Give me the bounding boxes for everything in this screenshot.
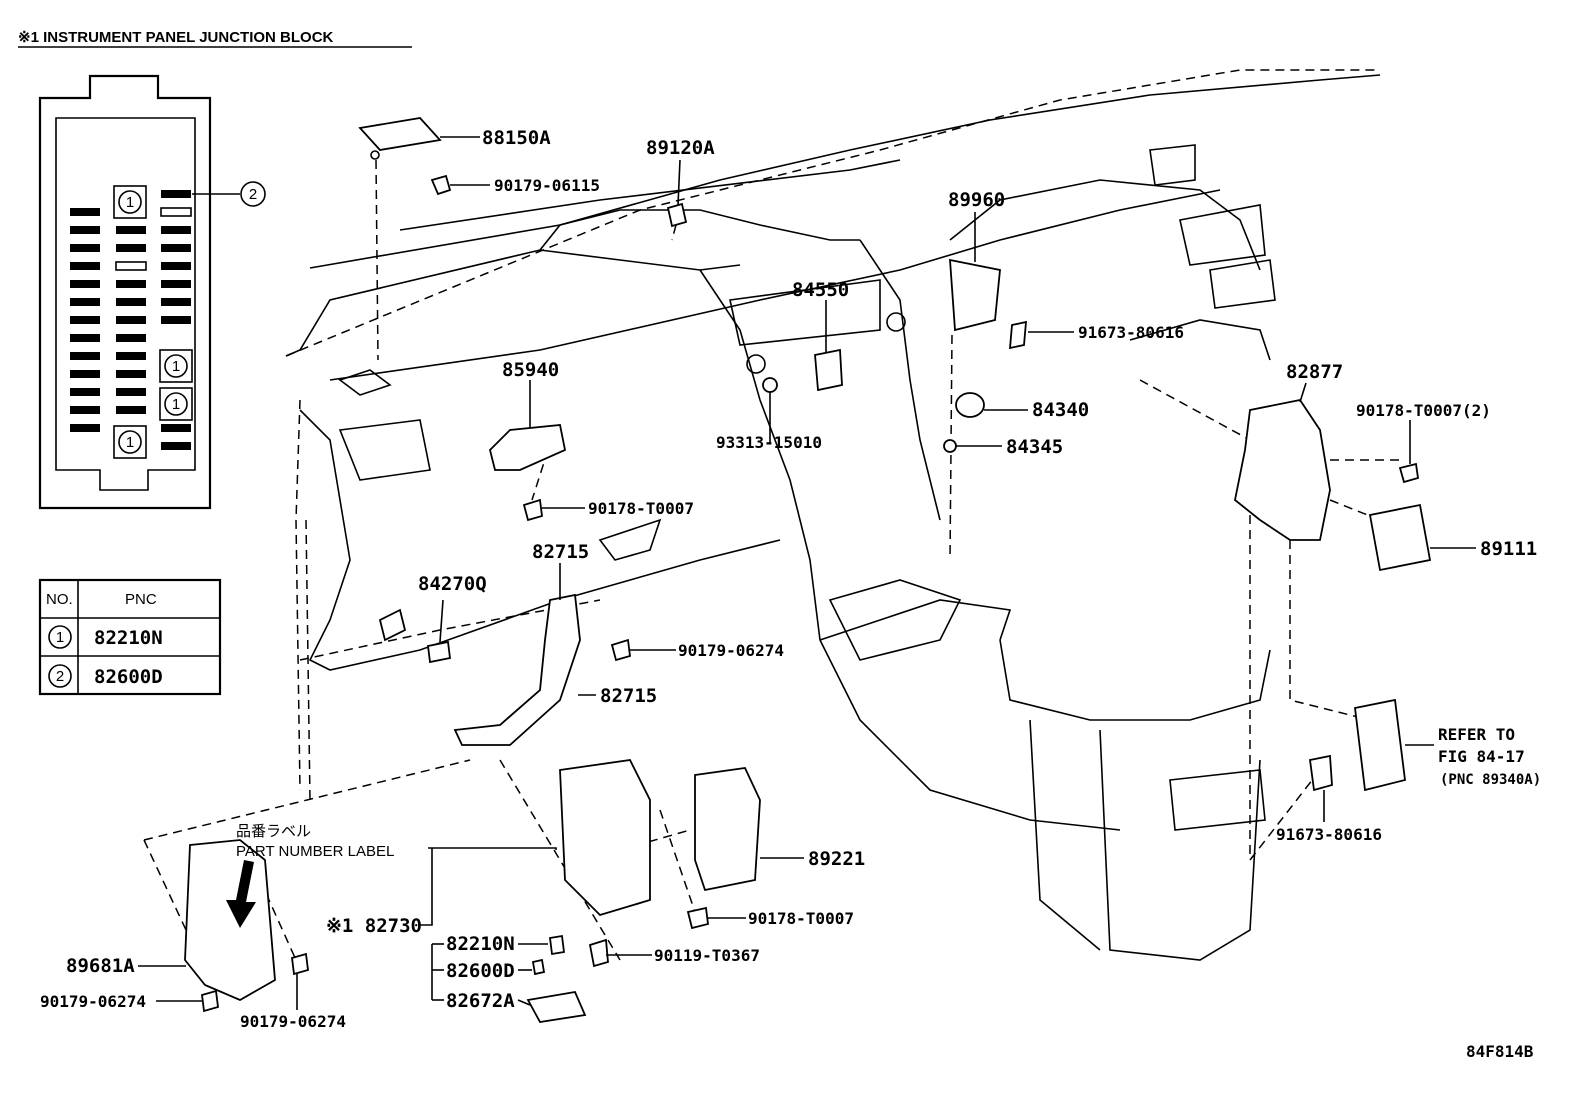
label-refer-fig: FIG 84-17	[1438, 747, 1525, 766]
junction-block-drawing: 1 1 1 1 2	[38, 74, 266, 510]
label-82715-b: 82715	[600, 685, 657, 707]
label-part-number-en: PART NUMBER LABEL	[236, 843, 394, 860]
label-89111: 89111	[1480, 538, 1537, 560]
label-90179-06274-b: 90179-06274	[40, 992, 146, 1011]
label-91673-80616-bottom: 91673-80616	[1276, 825, 1382, 844]
relay-bottom: 1	[113, 425, 147, 459]
label-85940: 85940	[502, 359, 559, 381]
label-82672A: 82672A	[446, 990, 515, 1012]
label-90179-06115: 90179-06115	[494, 176, 600, 195]
pnc-table-row-2-no: 2	[56, 668, 64, 685]
callout-2-circle	[240, 181, 266, 207]
label-part-number-jp: 品番ラベル	[236, 823, 311, 840]
pnc-table-row-1-pnc: 82210N	[94, 627, 163, 649]
label-82600D: 82600D	[446, 960, 515, 982]
svg-text:1: 1	[172, 396, 180, 413]
relay-right-2: 1	[159, 387, 193, 421]
label-91673-80616-top: 91673-80616	[1078, 323, 1184, 342]
label-84345: 84345	[1006, 436, 1063, 458]
pnc-table: NO. PNC 1 82210N 2 82600D	[38, 578, 222, 696]
label-82210N: 82210N	[446, 933, 515, 955]
pnc-table-header-no: NO.	[46, 591, 73, 608]
label-82877: 82877	[1286, 361, 1343, 383]
label-90178-T0007-b: 90178-T0007	[748, 909, 854, 928]
label-90179-06274-c: 90179-06274	[240, 1012, 346, 1031]
relay-top: 1	[113, 185, 147, 219]
part-labels: 88150A 90179-06115 89120A 89960 91673-80…	[40, 127, 1541, 1031]
svg-text:1: 1	[172, 358, 180, 375]
label-88150A: 88150A	[482, 127, 551, 149]
label-84550: 84550	[792, 279, 849, 301]
svg-text:1: 1	[126, 434, 134, 451]
fuse-column-middle	[115, 226, 147, 414]
relay-right-1: 1	[159, 349, 193, 383]
label-refer-pnc: (PNC 89340A)	[1440, 772, 1541, 788]
label-90179-06274-a: 90179-06274	[678, 641, 784, 660]
label-90178-T0007-a: 90178-T0007	[588, 499, 694, 518]
fuse-column-right	[160, 190, 192, 450]
part-label-arrow	[226, 860, 256, 928]
leader-lines-dashed	[143, 159, 1400, 961]
label-82730: ※1 82730	[326, 915, 422, 937]
pnc-table-row-1-no: 1	[56, 629, 64, 646]
pnc-table-row-2-pnc: 82600D	[94, 666, 163, 688]
label-89221: 89221	[808, 848, 865, 870]
instrument-panel-outline	[285, 69, 1381, 961]
component-sketches	[184, 117, 1432, 1023]
label-90119-T0367: 90119-T0367	[654, 946, 760, 965]
label-89120A: 89120A	[646, 137, 715, 159]
page-title: ※1 INSTRUMENT PANEL JUNCTION BLOCK	[18, 29, 334, 46]
label-refer-to: REFER TO	[1438, 725, 1515, 744]
fuse-column-left	[70, 208, 100, 432]
figure-id: 84F814B	[1466, 1042, 1534, 1061]
label-90178-T0007-2: 90178-T0007(2)	[1356, 401, 1491, 420]
svg-text:2: 2	[249, 186, 257, 203]
svg-text:1: 1	[126, 194, 134, 211]
label-84340: 84340	[1032, 399, 1089, 421]
label-89681A: 89681A	[66, 955, 135, 977]
pnc-table-header-pnc: PNC	[125, 591, 157, 608]
leader-lines	[138, 136, 1476, 1010]
label-84270Q: 84270Q	[418, 573, 487, 595]
label-93313-15010: 93313-15010	[716, 433, 822, 452]
label-89960: 89960	[948, 189, 1005, 211]
label-82715-a: 82715	[532, 541, 589, 563]
